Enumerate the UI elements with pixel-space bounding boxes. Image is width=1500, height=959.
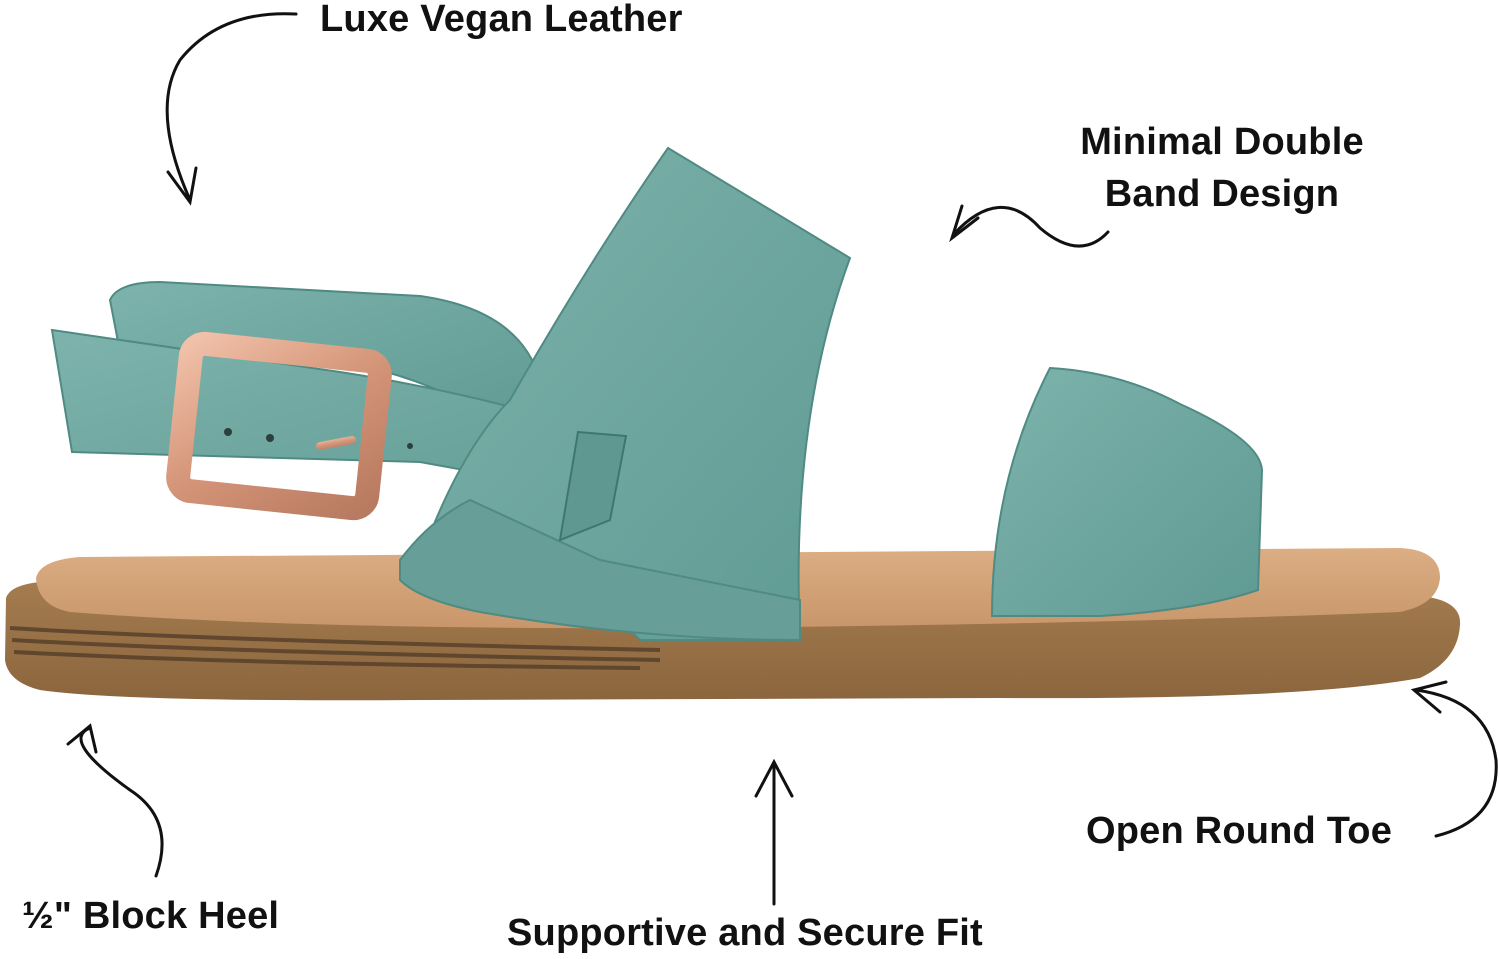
arrow-head-toe (1410, 680, 1448, 714)
strap-hole (407, 443, 413, 449)
callout-double-band-line1: Minimal Double (1080, 121, 1364, 163)
arrow-to-leather (165, 12, 298, 202)
callout-luxe-vegan-leather: Luxe Vegan Leather (320, 0, 683, 40)
arrow-head-double-band (949, 204, 980, 243)
strap-keeper (558, 430, 628, 542)
arrow-head-heel (66, 723, 98, 754)
callout-supportive-fit: Supportive and Secure Fit (507, 912, 983, 954)
callout-block-heel: ½" Block Heel (22, 895, 280, 937)
callout-double-band-line2: Band Design (1104, 173, 1340, 215)
strap-hole (224, 428, 232, 436)
buckle (166, 331, 392, 521)
arrow-to-double-band (952, 205, 1110, 248)
arrow-to-heel (79, 726, 164, 878)
heel-stack-texture (9, 626, 661, 670)
arrow-to-toe (1414, 688, 1498, 838)
strap-hole (266, 434, 274, 442)
callout-double-band-design: Minimal Double Band Design (1062, 116, 1382, 220)
arrow-head-leather (166, 166, 198, 206)
toe-band (990, 366, 1264, 617)
cross-band (399, 498, 801, 642)
callout-open-round-toe: Open Round Toe (1086, 810, 1393, 852)
arrow-head-fit (754, 758, 794, 798)
